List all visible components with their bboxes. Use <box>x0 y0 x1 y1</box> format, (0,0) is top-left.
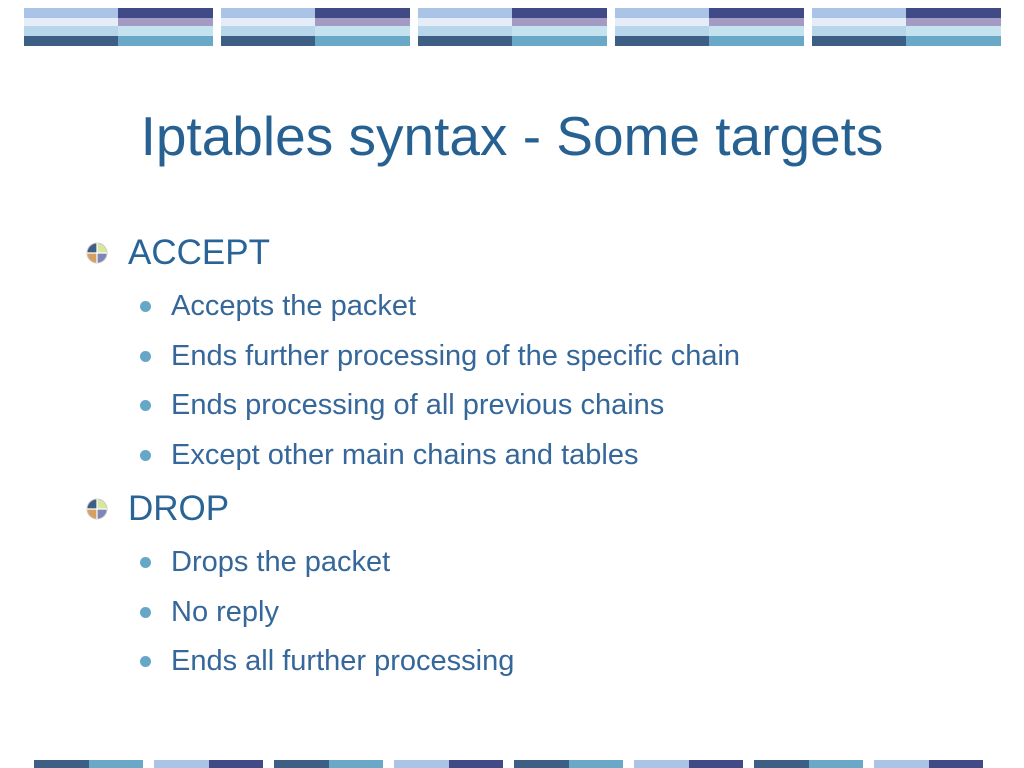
list-item: Except other main chains and tables <box>86 431 986 481</box>
bottom-band-block <box>754 760 863 768</box>
bottom-band-block <box>34 760 143 768</box>
list-item-text: Accepts the packet <box>171 290 417 323</box>
list-item-text: Ends processing of all previous chains <box>171 389 665 422</box>
list-item: Ends processing of all previous chains <box>86 381 986 431</box>
top-band-block <box>812 8 1001 46</box>
dot-bullet-icon <box>140 350 151 362</box>
top-band-block <box>221 8 410 46</box>
bottom-band-block <box>274 760 383 768</box>
list-item-text: Except other main chains and tables <box>171 438 639 471</box>
list-item-text: Ends further processing of the specific … <box>171 339 741 372</box>
dot-bullet-icon <box>140 606 151 618</box>
top-band-block <box>418 8 607 46</box>
bottom-decorative-band <box>34 760 983 768</box>
section-accept: ACCEPT Accepts the packet Ends further p… <box>86 224 986 480</box>
dot-bullet-icon <box>140 656 151 668</box>
slide-content: ACCEPT Accepts the packet Ends further p… <box>86 224 986 687</box>
list-item-text: No reply <box>171 595 279 628</box>
bottom-band-block <box>874 760 983 768</box>
list-item: No reply <box>86 588 986 638</box>
top-decorative-band <box>24 8 1001 46</box>
dot-bullet-icon <box>140 449 151 461</box>
quadrant-pinwheel-icon <box>86 242 108 264</box>
bottom-band-block <box>154 760 263 768</box>
top-band-block <box>24 8 213 46</box>
list-item: Drops the packet <box>86 538 986 588</box>
list-item: Accepts the packet <box>86 282 986 332</box>
top-band-block <box>615 8 804 46</box>
list-item-text: Ends all further processing <box>171 645 515 678</box>
bottom-band-block <box>394 760 503 768</box>
section-heading: DROP <box>86 480 986 538</box>
bottom-band-block <box>634 760 743 768</box>
bottom-band-block <box>514 760 623 768</box>
quadrant-pinwheel-icon <box>86 498 108 520</box>
dot-bullet-icon <box>140 400 151 412</box>
list-item-text: Drops the packet <box>171 546 391 579</box>
list-item: Ends further processing of the specific … <box>86 332 986 382</box>
list-item: Ends all further processing <box>86 637 986 687</box>
dot-bullet-icon <box>140 301 151 313</box>
section-heading: ACCEPT <box>86 224 986 282</box>
section-heading-label: ACCEPT <box>128 233 270 272</box>
section-drop: DROP Drops the packet No reply Ends all … <box>86 480 986 687</box>
dot-bullet-icon <box>140 557 151 569</box>
slide-title: Iptables syntax - Some targets <box>140 105 884 167</box>
section-heading-label: DROP <box>128 489 230 528</box>
